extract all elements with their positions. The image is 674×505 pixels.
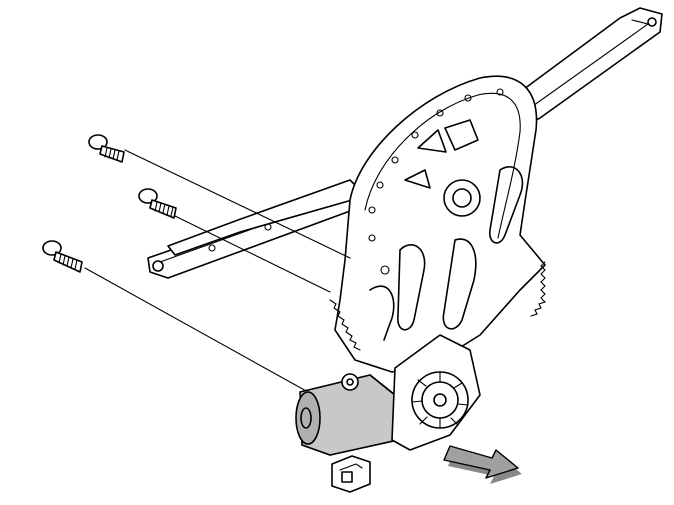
electrical-connector (331, 455, 371, 493)
mounting-bolt (138, 188, 177, 219)
sector-gear-plate (329, 75, 547, 373)
mounting-bolt (42, 240, 83, 273)
lower-arm (167, 179, 367, 256)
leader-lines (84, 149, 351, 393)
motor-gearbox (391, 334, 481, 451)
mounting-bolt (88, 134, 125, 163)
removal-arrow (443, 445, 522, 484)
window-motor (295, 373, 399, 456)
